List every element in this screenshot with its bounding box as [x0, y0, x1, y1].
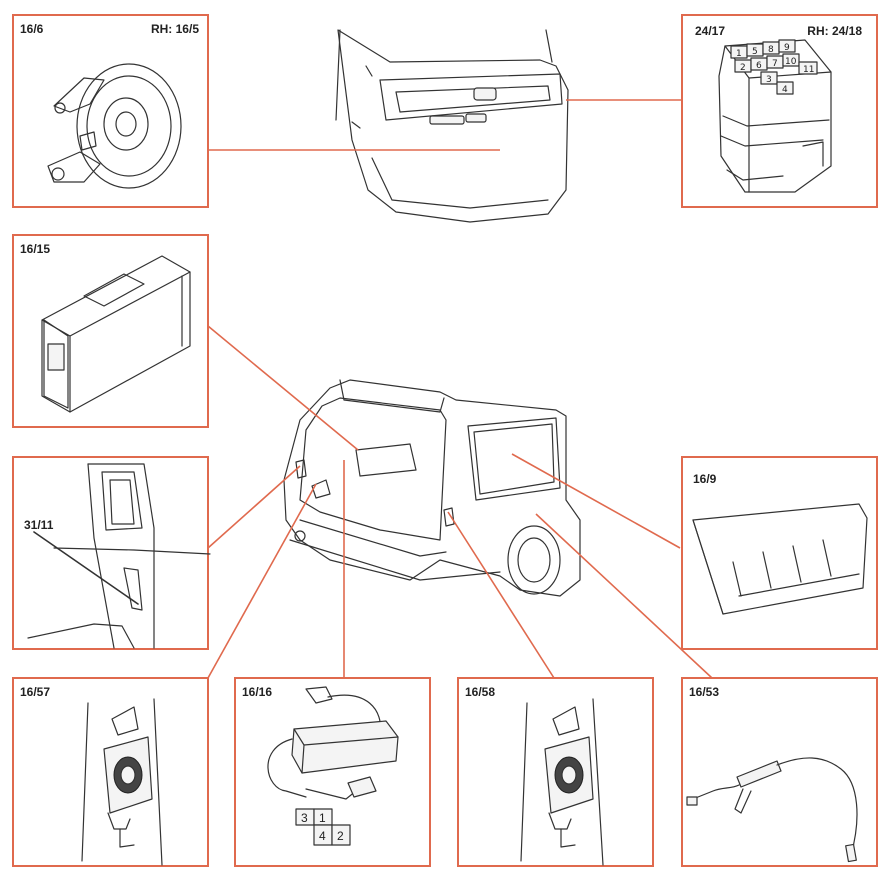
switch-block-drawing: 1 5 8 9 2 6 7 10 11 3 4: [718, 39, 832, 193]
callout-switch-block: 24/17 RH: 24/18 1 5 8 9 2 6 7 1: [681, 14, 878, 208]
cell-label: 7: [772, 59, 778, 69]
callout-code: 16/9: [693, 472, 717, 486]
cell-label: 10: [785, 57, 797, 67]
leader-lines: [207, 99, 713, 679]
callout-amplifier: 16/15: [12, 234, 209, 428]
cell-label: 5: [752, 47, 758, 57]
left-speaker-drawing: [81, 698, 163, 866]
cell-label: 9: [784, 43, 790, 53]
pillar-drawing: [27, 463, 211, 649]
cell-label: 8: [768, 45, 774, 55]
door-illustration: [335, 29, 569, 223]
pin-label: 4: [319, 829, 326, 843]
right-speaker-drawing: [520, 698, 604, 866]
cell-label: 6: [756, 61, 762, 71]
pin-label: 2: [337, 829, 344, 843]
cell-label: 11: [803, 65, 814, 75]
module-drawing: 3 1 4 2: [267, 686, 399, 846]
car-illustration: [283, 379, 581, 597]
callout-left-speaker: 16/57: [12, 677, 209, 867]
callout-pillar: 31/11: [12, 456, 211, 650]
cell-label: 2: [740, 63, 746, 73]
callout-rh-code: RH: 24/18: [807, 24, 862, 38]
callout-code: 16/15: [20, 242, 51, 256]
cell-label: 1: [736, 49, 742, 59]
callout-code: 31/11: [24, 518, 54, 532]
callout-code: 16/16: [242, 685, 273, 699]
callout-code: 16/6: [20, 22, 44, 36]
pin-label: 3: [301, 811, 308, 825]
pin-label: 1: [319, 811, 326, 825]
cell-label: 4: [782, 85, 788, 95]
callout-code: 16/57: [20, 685, 51, 699]
antenna-cable-drawing: [686, 757, 858, 863]
callout-code: 16/53: [689, 685, 720, 699]
cell-label: 3: [766, 75, 772, 85]
callout-antenna-cable: 16/53: [681, 677, 878, 867]
callout-module: 16/16 3 1 4 2: [234, 677, 431, 867]
speaker-drawing: [47, 63, 182, 189]
callout-code: 24/17: [695, 24, 726, 38]
callout-speaker: 16/6 RH: 16/5: [12, 14, 209, 208]
panel-drawing: [692, 503, 868, 615]
amplifier-drawing: [41, 255, 191, 413]
callout-right-speaker: 16/58: [457, 677, 654, 867]
callout-panel: 16/9: [681, 456, 878, 650]
callout-rh-code: RH: 16/5: [150, 22, 199, 36]
callout-code: 16/58: [465, 685, 496, 699]
